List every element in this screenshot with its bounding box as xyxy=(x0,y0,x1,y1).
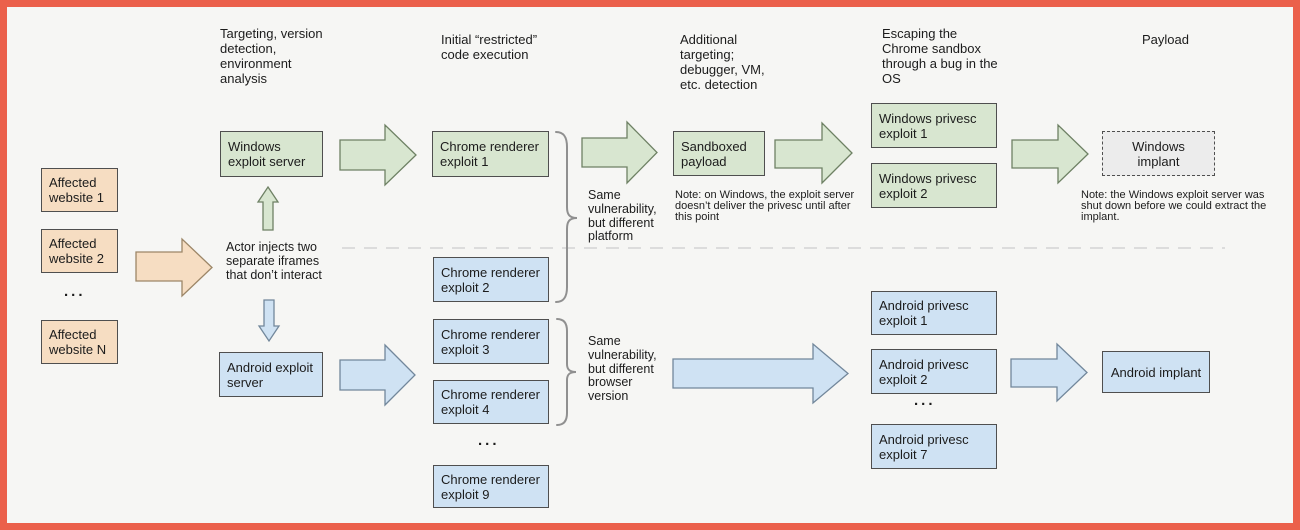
arrow-android-privesc-to-implant xyxy=(1010,342,1088,403)
brace-renderer-exploits-3-4 xyxy=(556,318,577,426)
column-header-targeting: Targeting, version detection, environmen… xyxy=(220,26,323,86)
arrow-android-server-to-renderer xyxy=(339,343,416,407)
box-android-privesc-exploit-1: Android privesc exploit 1 xyxy=(871,291,997,335)
box-windows-exploit-server: Windows exploit server xyxy=(220,131,323,177)
arrow-payload-to-windows-privesc xyxy=(774,121,853,185)
note-windows-privesc-delivery: Note: on Windows, the exploit server doe… xyxy=(675,189,855,223)
column-header-sandbox-escape: Escaping the Chrome sandbox through a bu… xyxy=(882,26,998,86)
box-chrome-renderer-exploit-2: Chrome renderer exploit 2 xyxy=(433,257,549,302)
box-affected-website-2: Affected website 2 xyxy=(41,229,118,273)
platform-divider-dashed-line xyxy=(342,247,1225,249)
annotation-actor-iframes: Actor injects two separate iframes that … xyxy=(226,240,322,282)
box-chrome-renderer-exploit-3: Chrome renderer exploit 3 xyxy=(433,319,549,364)
column-header-initial-code-execution: Initial “restricted” code execution xyxy=(441,32,538,62)
ellipsis-websites: ... xyxy=(64,283,86,300)
box-android-implant: Android implant xyxy=(1102,351,1210,393)
note-windows-implant: Note: the Windows exploit server was shu… xyxy=(1081,189,1267,223)
box-chrome-renderer-exploit-1: Chrome renderer exploit 1 xyxy=(432,131,549,177)
box-android-privesc-exploit-2: Android privesc exploit 2 xyxy=(871,349,997,394)
box-chrome-renderer-exploit-9: Chrome renderer exploit 9 xyxy=(433,465,549,508)
box-chrome-renderer-exploit-4: Chrome renderer exploit 4 xyxy=(433,380,549,424)
brace-renderer-exploits-1-2 xyxy=(555,131,578,303)
arrow-windows-server-to-renderer xyxy=(339,123,417,187)
box-windows-privesc-exploit-1: Windows privesc exploit 1 xyxy=(871,103,997,148)
annotation-same-vuln-platform: Same vulnerability, but different platfo… xyxy=(588,188,657,244)
arrow-windows-privesc-to-implant xyxy=(1011,123,1089,185)
box-affected-website-n: Affected website N xyxy=(41,320,118,364)
arrow-up-to-windows-server xyxy=(256,185,280,231)
annotation-same-vuln-browser: Same vulnerability, but different browse… xyxy=(588,334,657,404)
box-windows-implant: Windows implant xyxy=(1102,131,1215,176)
box-android-exploit-server: Android exploit server xyxy=(219,352,323,397)
arrow-renderer-to-android-privesc xyxy=(672,342,850,405)
box-affected-website-1: Affected website 1 xyxy=(41,168,118,212)
arrow-renderer-to-sandboxed-payload xyxy=(581,120,658,185)
box-android-privesc-exploit-7: Android privesc exploit 7 xyxy=(871,424,997,469)
box-windows-privesc-exploit-2: Windows privesc exploit 2 xyxy=(871,163,997,208)
column-header-additional-targeting: Additional targeting; debugger, VM, etc.… xyxy=(680,32,765,92)
arrow-websites-to-actor xyxy=(135,237,213,298)
arrow-down-to-android-server xyxy=(257,299,281,343)
ellipsis-android-privesc: ... xyxy=(914,392,936,409)
column-header-payload: Payload xyxy=(1142,32,1189,47)
box-sandboxed-payload: Sandboxed payload xyxy=(673,131,765,176)
ellipsis-renderer-exploits: ... xyxy=(478,432,500,449)
